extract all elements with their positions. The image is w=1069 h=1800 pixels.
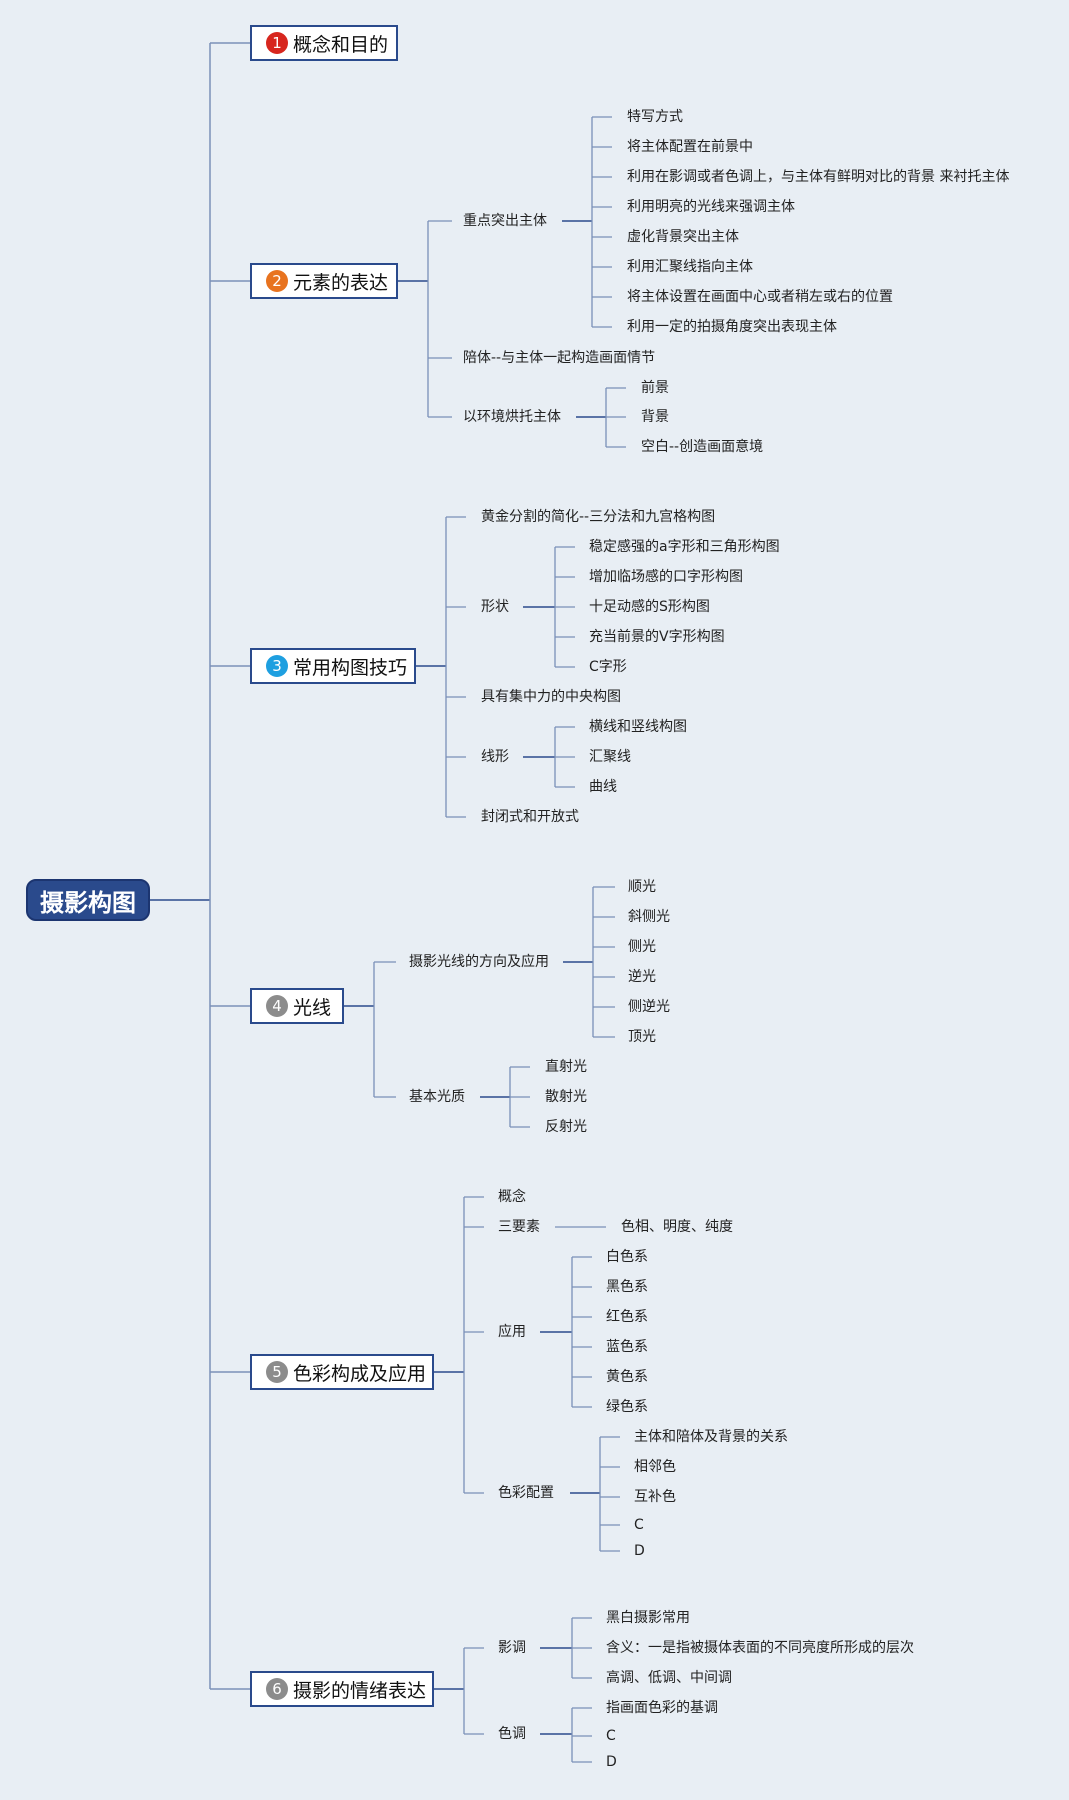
leaf-hue[interactable]: 指画面色彩的基调 <box>606 1700 718 1716</box>
topic-light[interactable]: 4 光线 <box>250 988 344 1024</box>
branch-golden[interactable]: 黄金分割的简化--三分法和九宫格构图 <box>481 509 716 525</box>
branch-apply[interactable]: 应用 <box>498 1324 526 1340</box>
branch-closed[interactable]: 封闭式和开放式 <box>481 809 579 825</box>
leaf-line[interactable]: 曲线 <box>589 779 617 795</box>
branch-three-elements[interactable]: 三要素 <box>498 1219 540 1235</box>
leaf-highlight[interactable]: 利用明亮的光线来强调主体 <box>627 199 795 215</box>
topic-emotion[interactable]: 6 摄影的情绪表达 <box>250 1671 434 1707</box>
branch-shape[interactable]: 形状 <box>481 599 509 615</box>
leaf-direction[interactable]: 侧光 <box>628 939 656 955</box>
number-badge-2: 2 <box>266 270 288 292</box>
leaf-hue[interactable]: C <box>606 1728 616 1744</box>
leaf-three-elements[interactable]: 色相、明度、纯度 <box>621 1219 733 1235</box>
number-badge-3: 3 <box>266 655 288 677</box>
leaf-direction[interactable]: 斜侧光 <box>628 909 670 925</box>
root-topic[interactable]: 摄影构图 <box>26 879 150 921</box>
topic-concept[interactable]: 1 概念和目的 <box>250 25 398 61</box>
topic-label: 常用构图技巧 <box>293 656 408 679</box>
number-badge-1: 1 <box>266 32 288 54</box>
branch-hue[interactable]: 色调 <box>498 1726 526 1742</box>
leaf-highlight[interactable]: 利用汇聚线指向主体 <box>627 259 753 275</box>
leaf-apply[interactable]: 黄色系 <box>606 1369 648 1385</box>
leaf-highlight[interactable]: 利用一定的拍摄角度突出表现主体 <box>627 319 837 335</box>
leaf-shape[interactable]: 增加临场感的口字形构图 <box>589 569 743 585</box>
leaf-apply[interactable]: 绿色系 <box>606 1399 648 1415</box>
leaf-direction[interactable]: 侧逆光 <box>628 999 670 1015</box>
leaf-config[interactable]: D <box>634 1543 645 1559</box>
branch-environment[interactable]: 以环境烘托主体 <box>463 409 561 425</box>
topic-label: 光线 <box>293 996 332 1019</box>
branch-companion[interactable]: 陪体--与主体一起构造画面情节 <box>463 350 656 366</box>
leaf-environment[interactable]: 前景 <box>641 380 669 396</box>
leaf-shape[interactable]: 十足动感的S形构图 <box>589 599 710 615</box>
leaf-config[interactable]: C <box>634 1517 644 1533</box>
leaf-apply[interactable]: 白色系 <box>606 1249 648 1265</box>
leaf-environment[interactable]: 背景 <box>641 409 669 425</box>
leaf-config[interactable]: 互补色 <box>634 1489 676 1505</box>
leaf-shape[interactable]: C字形 <box>589 659 627 675</box>
leaf-direction[interactable]: 顺光 <box>628 879 656 895</box>
leaf-quality[interactable]: 反射光 <box>545 1119 587 1135</box>
leaf-config[interactable]: 主体和陪体及背景的关系 <box>634 1429 788 1445</box>
branch-concept[interactable]: 概念 <box>498 1189 526 1205</box>
leaf-apply[interactable]: 红色系 <box>606 1309 648 1325</box>
leaf-apply[interactable]: 蓝色系 <box>606 1339 648 1355</box>
leaf-apply[interactable]: 黑色系 <box>606 1279 648 1295</box>
topic-label: 概念和目的 <box>293 33 389 56</box>
leaf-hue[interactable]: D <box>606 1754 617 1770</box>
leaf-shape[interactable]: 充当前景的V字形构图 <box>589 629 725 645</box>
number-badge-4: 4 <box>266 995 288 1017</box>
leaf-highlight[interactable]: 虚化背景突出主体 <box>627 229 739 245</box>
branch-quality[interactable]: 基本光质 <box>409 1089 465 1105</box>
branch-highlight[interactable]: 重点突出主体 <box>463 213 547 229</box>
leaf-quality[interactable]: 直射光 <box>545 1059 587 1075</box>
leaf-direction[interactable]: 逆光 <box>628 969 656 985</box>
leaf-environment[interactable]: 空白--创造画面意境 <box>641 439 764 455</box>
leaf-highlight[interactable]: 利用在影调或者色调上，与主体有鲜明对比的背景 来衬托主体 <box>627 169 1010 185</box>
topic-label: 摄影的情绪表达 <box>293 1679 427 1702</box>
branch-line[interactable]: 线形 <box>481 749 509 765</box>
topic-label: 元素的表达 <box>293 271 389 294</box>
branch-center[interactable]: 具有集中力的中央构图 <box>481 689 621 705</box>
topic-label: 色彩构成及应用 <box>293 1362 427 1385</box>
leaf-tone[interactable]: 高调、低调、中间调 <box>606 1670 732 1686</box>
topic-elements[interactable]: 2 元素的表达 <box>250 263 398 299</box>
branch-config[interactable]: 色彩配置 <box>498 1485 554 1501</box>
leaf-highlight[interactable]: 将主体配置在前景中 <box>627 139 753 155</box>
leaf-line[interactable]: 横线和竖线构图 <box>589 719 687 735</box>
number-badge-6: 6 <box>266 1678 288 1700</box>
branch-direction[interactable]: 摄影光线的方向及应用 <box>409 954 549 970</box>
leaf-direction[interactable]: 顶光 <box>628 1029 656 1045</box>
leaf-highlight[interactable]: 特写方式 <box>627 109 683 125</box>
branch-tone[interactable]: 影调 <box>498 1640 526 1656</box>
leaf-highlight[interactable]: 将主体设置在画面中心或者稍左或右的位置 <box>627 289 893 305</box>
leaf-tone[interactable]: 黑白摄影常用 <box>606 1610 690 1626</box>
leaf-quality[interactable]: 散射光 <box>545 1089 587 1105</box>
topic-color[interactable]: 5 色彩构成及应用 <box>250 1354 434 1390</box>
leaf-line[interactable]: 汇聚线 <box>589 749 631 765</box>
leaf-config[interactable]: 相邻色 <box>634 1459 676 1475</box>
number-badge-5: 5 <box>266 1361 288 1383</box>
leaf-tone[interactable]: 含义：一是指被摄体表面的不同亮度所形成的层次 <box>606 1640 914 1656</box>
leaf-shape[interactable]: 稳定感强的a字形和三角形构图 <box>589 539 780 555</box>
topic-techniques[interactable]: 3 常用构图技巧 <box>250 648 416 684</box>
